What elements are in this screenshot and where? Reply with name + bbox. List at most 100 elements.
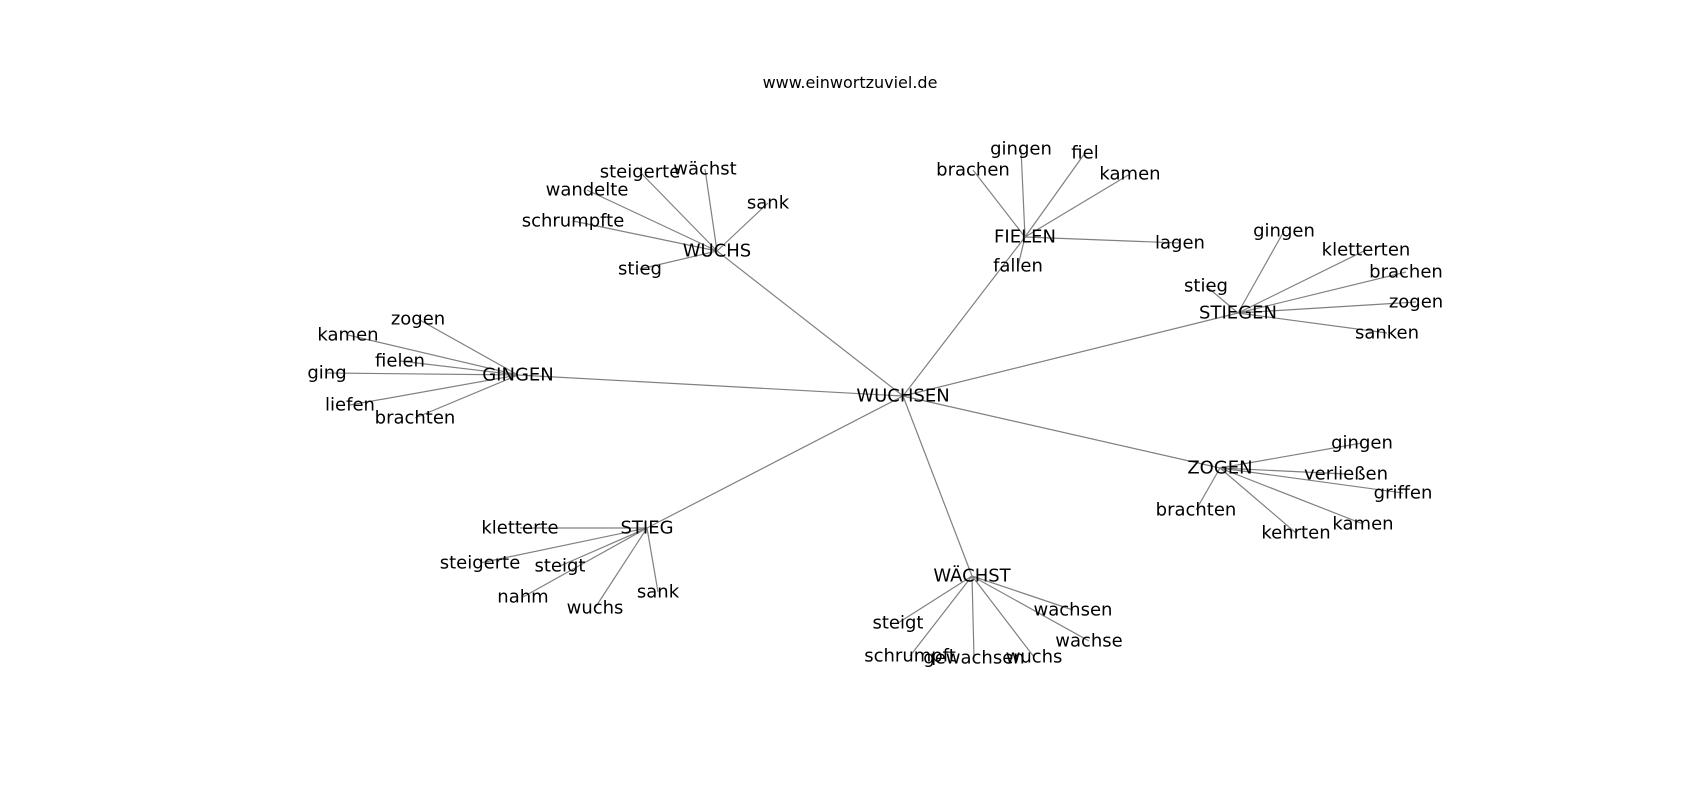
- leaf-node-fielen-kamen: kamen: [1099, 164, 1160, 185]
- edge-root-waechst: [902, 395, 973, 577]
- edge-stieg-sank: [646, 527, 659, 593]
- edge-fielen-brachen: [972, 169, 1026, 238]
- site-label: www.einwortzuviel.de: [763, 73, 938, 92]
- edge-fielen-fiel: [1024, 152, 1086, 238]
- edge-zogen-verliessen: [1219, 467, 1347, 475]
- edge-stieg-steigerte: [479, 527, 648, 564]
- edge-zogen-kamen: [1219, 467, 1364, 525]
- leaf-node-stiegen-kletterten: kletterten: [1322, 240, 1411, 261]
- hub-node-fielen: FIELEN: [994, 227, 1056, 248]
- edge-stiegen-stieg: [1205, 285, 1239, 314]
- leaf-node-stieg-nahm: nahm: [497, 587, 548, 608]
- edge-waechst-schrumpft: [909, 575, 973, 657]
- hub-node-stieg: STIEG: [620, 518, 673, 539]
- edge-gingen-zogen: [417, 318, 519, 376]
- edge-gingen-fielen: [399, 360, 519, 376]
- edge-wuchs-sank: [716, 202, 769, 252]
- edge-wuchs-schrumpfte: [572, 220, 718, 252]
- leaf-node-zogen-kehrten: kehrten: [1261, 523, 1330, 544]
- leaf-node-waechst-wuchs: wuchs: [1006, 647, 1063, 668]
- graph-edges: [326, 148, 1417, 659]
- leaf-node-fielen-gingen: gingen: [990, 139, 1052, 160]
- edge-waechst-wuchs: [971, 575, 1035, 658]
- leaf-node-waechst-steigt: steigt: [873, 613, 924, 634]
- leaf-node-waechst-schrumpft: schrumpft: [864, 646, 956, 667]
- hub-node-waechst: WÄCHST: [933, 566, 1011, 587]
- edge-stiegen-gingen: [1237, 230, 1285, 314]
- edge-stieg-steigt: [559, 527, 648, 567]
- graph-labels: WUCHSEN WUCHS steigerte wächst wandelte sank s…: [307, 139, 1443, 669]
- edge-zogen-gingen: [1219, 442, 1363, 469]
- leaf-node-stiegen-brachen: brachen: [1369, 262, 1443, 283]
- edge-stiegen-kletterten: [1237, 249, 1367, 314]
- leaf-node-stieg-wuchs: wuchs: [567, 598, 624, 619]
- edge-wuchs-stieg: [639, 250, 718, 270]
- edge-root-fielen: [902, 236, 1026, 397]
- leaf-node-wuchs-waechst: wächst: [673, 159, 737, 180]
- edge-zogen-brachten: [1195, 467, 1221, 511]
- leaf-node-fielen-brachen: brachen: [936, 160, 1010, 181]
- edge-fielen-fallen: [1017, 236, 1026, 267]
- leaf-node-zogen-kamen: kamen: [1332, 514, 1393, 535]
- root-node-wuchsen: WUCHSEN: [856, 386, 949, 407]
- edge-stiegen-sanken: [1237, 312, 1388, 334]
- edge-root-stiegen: [902, 312, 1239, 397]
- leaf-node-stiegen-stieg: stieg: [1184, 276, 1228, 297]
- leaf-node-gingen-kamen: kamen: [317, 325, 378, 346]
- leaf-node-fielen-lagen: lagen: [1155, 233, 1205, 254]
- leaf-node-zogen-griffen: griffen: [1374, 483, 1433, 504]
- leaf-node-fielen-fiel: fiel: [1071, 143, 1098, 164]
- leaf-node-wuchs-sank: sank: [747, 193, 790, 214]
- edge-gingen-brachten: [414, 374, 519, 419]
- leaf-node-zogen-gingen: gingen: [1331, 433, 1393, 454]
- leaf-node-wuchs-wandelte: wandelte: [546, 180, 629, 201]
- edge-wuchs-waechst: [704, 168, 718, 252]
- edge-waechst-wachse: [971, 575, 1090, 642]
- edge-gingen-liefen: [349, 374, 519, 406]
- leaf-node-gingen-zogen: zogen: [391, 309, 445, 330]
- edge-stiegen-brachen: [1237, 271, 1407, 314]
- edge-zogen-kehrten: [1219, 467, 1297, 534]
- leaf-node-waechst-wachse: wachse: [1055, 631, 1123, 652]
- edge-waechst-steigt: [897, 575, 973, 624]
- edge-gingen-ging: [326, 372, 519, 376]
- edge-fielen-gingen: [1020, 148, 1026, 238]
- edge-waechst-wachsen: [971, 575, 1074, 611]
- edge-root-gingen: [517, 374, 904, 397]
- leaf-node-gingen-brachten: brachten: [375, 408, 456, 429]
- edge-stieg-nahm: [522, 527, 648, 598]
- leaf-node-stiegen-gingen: gingen: [1253, 221, 1315, 242]
- leaf-node-waechst-gewachsen: gewachsen: [923, 648, 1024, 669]
- hub-node-zogen: ZOGEN: [1187, 458, 1252, 479]
- leaf-node-stieg-steigerte: steigerte: [440, 553, 521, 574]
- leaf-node-waechst-wachsen: wachsen: [1034, 600, 1113, 621]
- leaf-node-gingen-liefen: liefen: [325, 395, 375, 416]
- edge-stiegen-zogen: [1237, 301, 1417, 314]
- edge-wuchs-steigerte: [639, 171, 718, 252]
- leaf-node-wuchs-schrumpfte: schrumpfte: [522, 211, 625, 232]
- hub-node-wuchs: WUCHS: [683, 241, 752, 262]
- edge-waechst-gewachsen: [971, 575, 975, 659]
- edge-fielen-lagen: [1024, 236, 1181, 244]
- edge-root-zogen: [902, 395, 1221, 469]
- edge-gingen-kamen: [347, 334, 519, 376]
- leaf-node-gingen-fielen: fielen: [375, 351, 425, 372]
- hub-node-gingen: GINGEN: [482, 365, 554, 386]
- hub-node-stiegen: STIEGEN: [1199, 303, 1277, 324]
- leaf-node-stieg-kletterte: kletterte: [481, 518, 558, 539]
- leaf-node-stiegen-zogen: zogen: [1389, 292, 1443, 313]
- edge-root-wuchs: [716, 250, 904, 397]
- edge-root-stieg: [646, 395, 904, 529]
- leaf-node-stieg-steigt: steigt: [535, 556, 586, 577]
- leaf-node-zogen-verliessen: verließen: [1304, 464, 1388, 485]
- leaf-node-wuchs-stieg: stieg: [618, 259, 662, 280]
- edge-stieg-wuchs: [594, 527, 648, 609]
- edge-fielen-kamen: [1024, 173, 1131, 238]
- leaf-node-stieg-sank: sank: [637, 582, 680, 603]
- leaf-node-gingen-ging: ging: [307, 363, 346, 384]
- leaf-node-zogen-brachten: brachten: [1156, 500, 1237, 521]
- edge-wuchs-wandelte: [586, 189, 718, 252]
- leaf-node-fielen-fallen: fallen: [993, 256, 1043, 277]
- edge-zogen-griffen: [1219, 467, 1404, 494]
